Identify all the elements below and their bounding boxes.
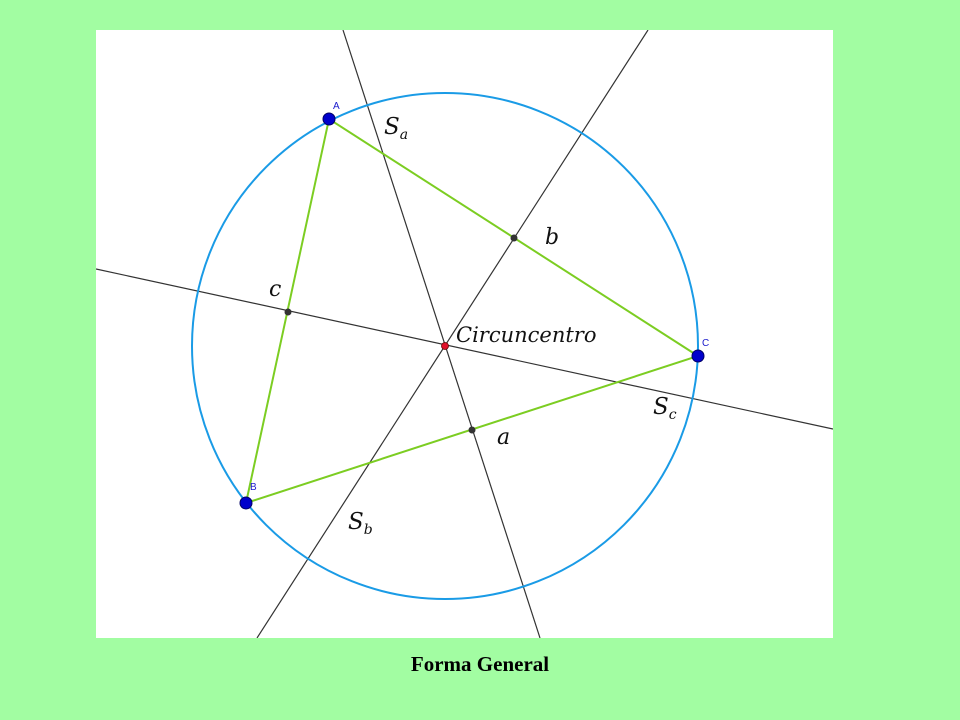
bisector-label-sc-main: S (653, 394, 669, 420)
bisector-label-sb-main: S (348, 509, 364, 535)
vertex-a-point[interactable] (322, 112, 336, 126)
circumcircle (191, 92, 699, 600)
vertex-c-label: C (702, 338, 709, 349)
bisector-label-sc-sub: c (669, 407, 677, 423)
bisector-line-sa (342, 30, 541, 638)
side-label-c: c (269, 277, 281, 302)
vertex-a-label: A (333, 101, 340, 112)
midpoint-c (284, 308, 292, 316)
midpoint-b (510, 234, 518, 242)
circumcenter-label: Circuncentro (456, 323, 596, 347)
bisector-label-sb-sub: b (364, 522, 373, 538)
bisector-label-sc: Sc (653, 394, 677, 423)
bisector-label-sa: Sa (384, 114, 408, 143)
slide-caption: Forma General (410, 652, 550, 676)
triangle-abc (244, 117, 701, 505)
bisector-line-sc (96, 268, 833, 430)
geometry-canvas: A B C a b c Sa Sb Sc Circuncentro (96, 30, 833, 638)
vertex-b-label: B (250, 482, 257, 493)
side-label-b: b (545, 225, 559, 250)
circumcenter-diagram: A B C a b c Sa Sb Sc Circuncentro (96, 30, 833, 638)
bisector-label-sb: Sb (348, 509, 373, 538)
side-label-a: a (497, 425, 510, 450)
vertex-b-point[interactable] (239, 496, 253, 510)
bisector-line-sb (256, 30, 649, 638)
vertex-c-point[interactable] (691, 349, 705, 363)
midpoint-a (468, 426, 476, 434)
bisector-label-sa-main: S (384, 114, 400, 140)
circumcenter-point (441, 342, 449, 350)
bisector-label-sa-sub: a (400, 127, 408, 143)
